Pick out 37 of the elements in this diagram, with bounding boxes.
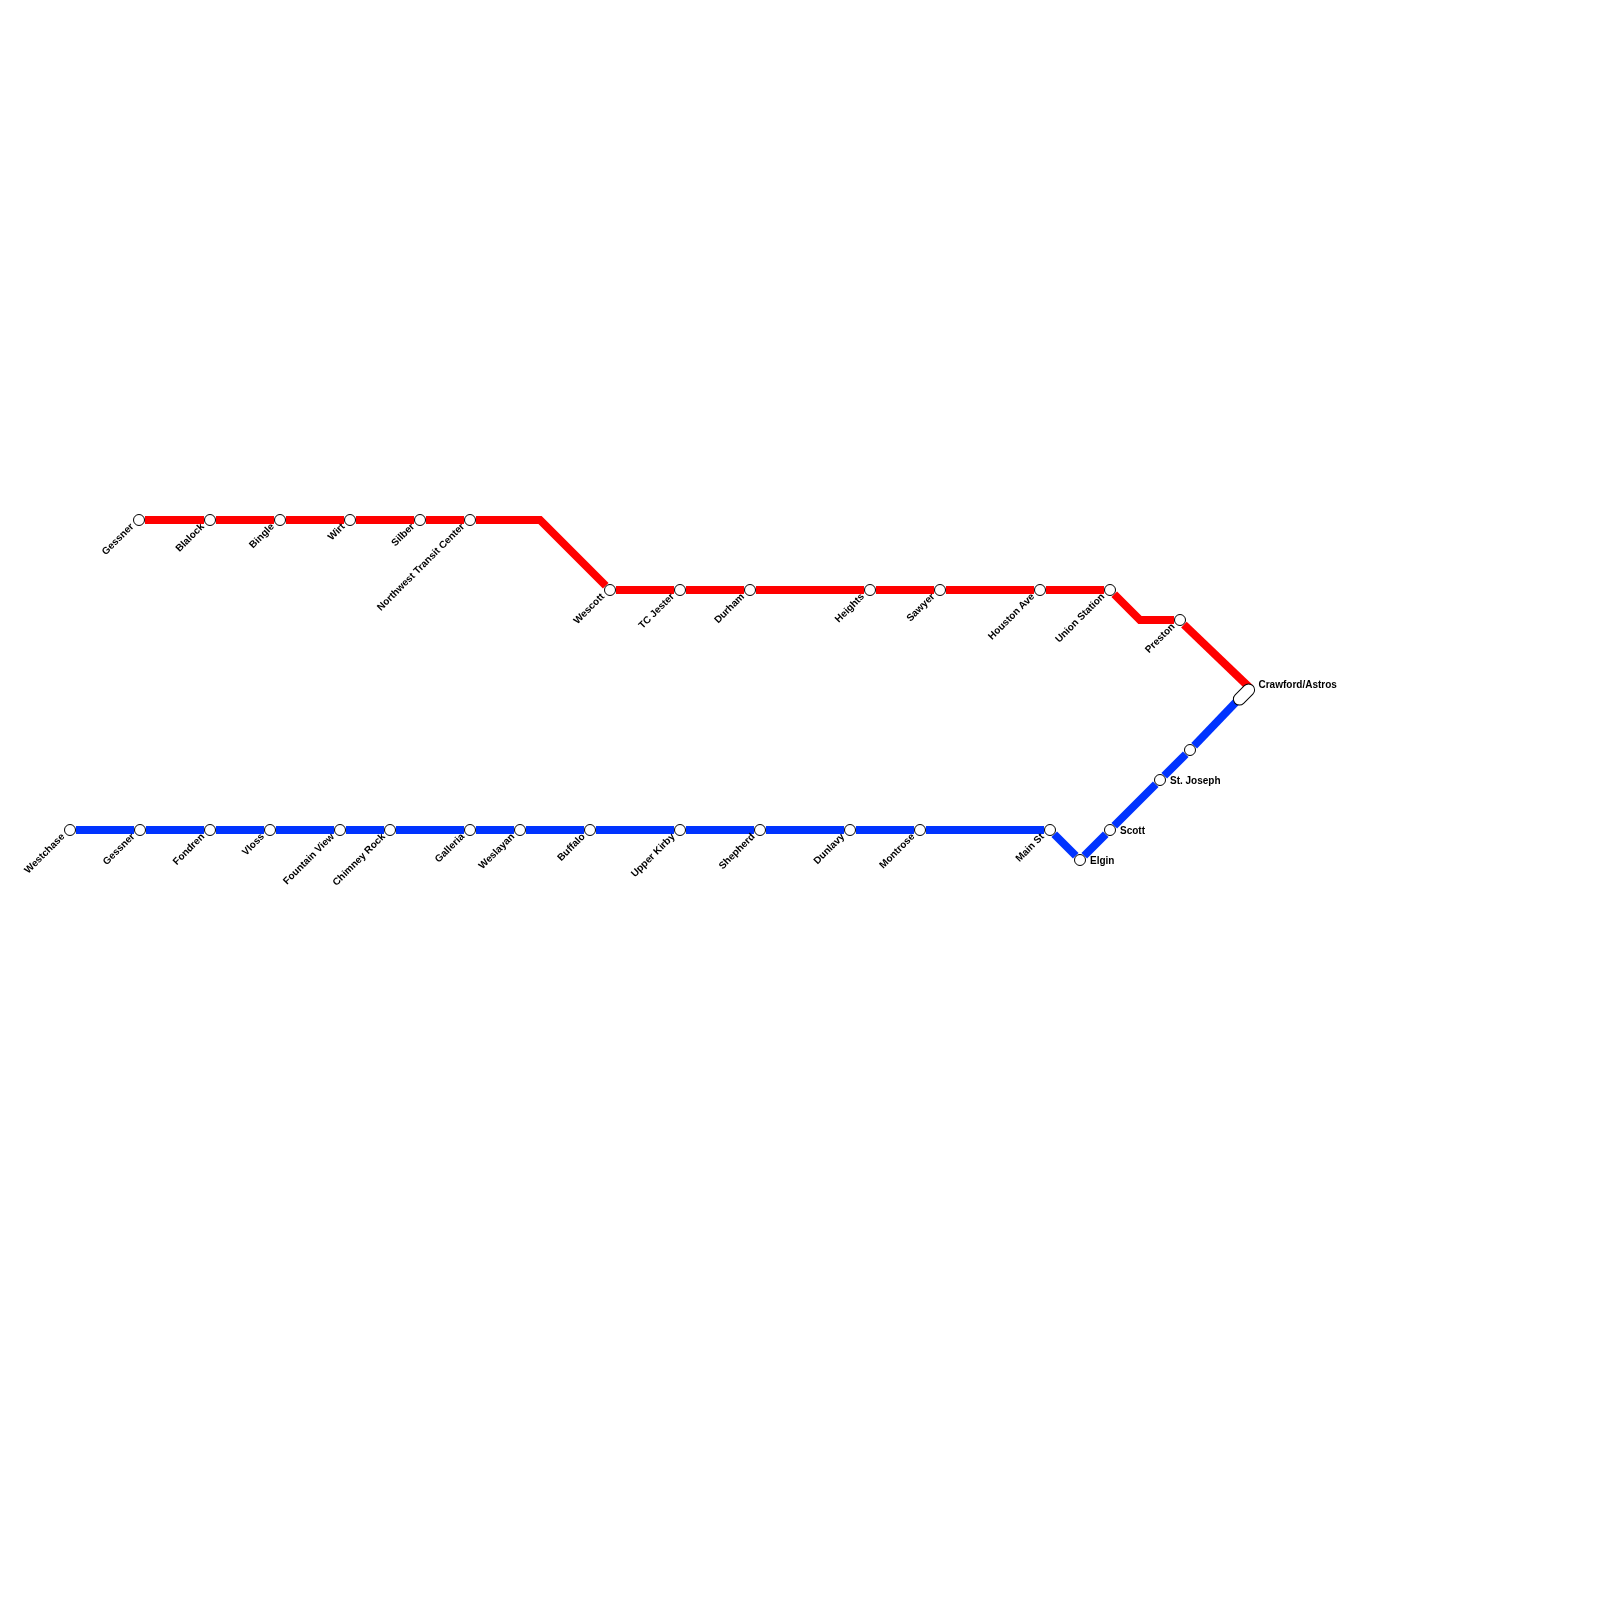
station-label: St. Joseph [1170,775,1221,787]
rail-line [1111,591,1174,624]
rail-line [346,826,384,834]
rail-line [1161,751,1189,779]
rail-line [526,826,584,834]
rail-line [476,516,609,589]
rail-line [1111,781,1159,829]
station-circle [1184,744,1196,756]
rail-line [1191,698,1240,749]
station-label: Scott [1120,825,1145,837]
rail-line [145,516,204,524]
rail-line [926,826,1044,834]
rail-line [356,516,414,524]
rail-line [426,516,464,524]
station-label: Elgin [1090,855,1115,867]
rail-line [1046,586,1104,594]
rail-line [76,826,134,834]
rail-line [946,586,1034,594]
rail-line [216,516,274,524]
rail-line [756,586,864,594]
rail-line [286,516,344,524]
rail-line [146,826,204,834]
rail-line [766,826,844,834]
rail-line [876,586,934,594]
rail-line [686,586,744,594]
rail-line [1051,831,1079,859]
rail-line [596,826,674,834]
rail-line [616,586,674,594]
rail-line [396,826,464,834]
rail-line [1081,831,1109,859]
station-label: Crawford/Astros [1258,678,1337,691]
rail-line [476,826,514,834]
rail-line [856,826,914,834]
rail-line [216,826,264,834]
rail-line [276,826,334,834]
station-label: Wirt [325,520,348,543]
rail-line [686,826,754,834]
